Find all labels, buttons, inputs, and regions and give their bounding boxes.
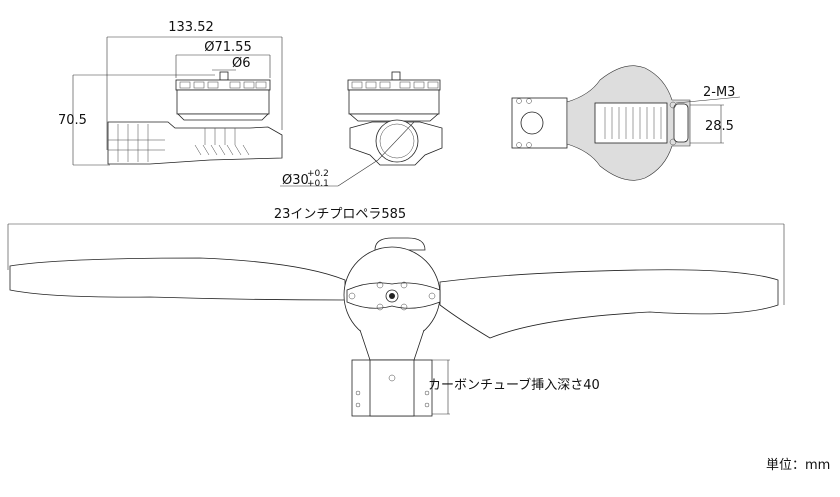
motor-diameter-label: Ø71.55	[204, 40, 251, 55]
height-label: 70.5	[58, 113, 87, 128]
screw-spec-label: 2-M3	[703, 85, 735, 100]
tube-insert-depth-label: カーボンチューブ挿入深さ40	[428, 377, 600, 393]
tube-diameter-label: Ø30	[282, 173, 309, 188]
top-view: 2-M3 28.5	[511, 65, 741, 181]
side-view: 133.52 Ø71.55 Ø6 70.5	[58, 20, 283, 166]
tolerance-upper-label: +0.2	[307, 169, 329, 179]
overall-length-label: 133.52	[168, 20, 214, 35]
propeller-view: 23インチプロペラ585 カーボンチューブ挿入深さ40	[7, 207, 785, 417]
tolerance-lower-label: +0.1	[307, 179, 329, 189]
unit-label: 単位：mm	[766, 457, 830, 473]
propeller-label: 23インチプロペラ585	[274, 207, 406, 222]
front-view: Ø30 +0.2 +0.1	[280, 71, 443, 189]
shaft-diameter-label: Ø6	[232, 56, 251, 71]
screw-spacing-label: 28.5	[705, 119, 734, 134]
